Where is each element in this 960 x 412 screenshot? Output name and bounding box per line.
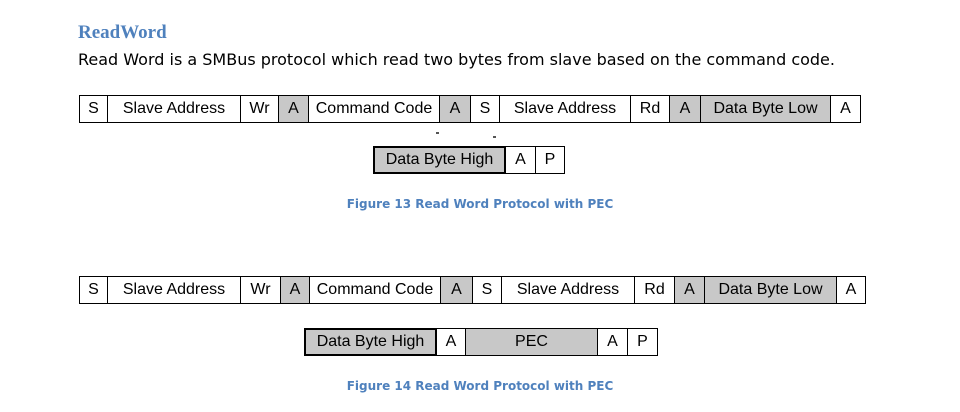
- fig13-cell-ack: A: [279, 95, 309, 123]
- figure14-row2: Data Byte High A PEC A P: [0, 328, 960, 356]
- fig13-cell-write: Wr: [241, 95, 279, 123]
- fig13-cell-start: S: [79, 95, 108, 123]
- fig14-cell-slave-address: Slave Address: [108, 276, 241, 304]
- fig14-cell-stop: P: [628, 328, 658, 356]
- fig14-cell-data-byte-high: Data Byte High: [304, 328, 437, 356]
- fig13-cell-ack: A: [506, 146, 536, 174]
- fig13-cell-read: Rd: [631, 95, 670, 123]
- fig14-cell-slave-address: Slave Address: [502, 276, 635, 304]
- fig14-cell-pec: PEC: [466, 328, 598, 356]
- figure13-row1: S Slave Address Wr A Command Code A S Sl…: [0, 95, 960, 123]
- tick-mark: [493, 136, 496, 138]
- fig13-cell-ack: A: [440, 95, 471, 123]
- fig13-cell-command-code: Command Code: [309, 95, 440, 123]
- figure13-row2: Data Byte High A P: [0, 146, 960, 174]
- fig13-cell-data-byte-low: Data Byte Low: [701, 95, 831, 123]
- fig13-cell-stop: P: [536, 146, 565, 174]
- fig13-cell-slave-address: Slave Address: [108, 95, 241, 123]
- fig13-cell-ack: A: [831, 95, 861, 123]
- fig13-cell-repeated-start: S: [471, 95, 500, 123]
- fig14-cell-ack: A: [598, 328, 628, 356]
- figure13-caption: Figure 13 Read Word Protocol with PEC: [346, 197, 614, 211]
- fig14-cell-ack: A: [437, 328, 466, 356]
- intro-paragraph: Read Word is a SMBus protocol which read…: [78, 50, 835, 69]
- fig14-cell-ack: A: [441, 276, 473, 304]
- fig13-cell-slave-address: Slave Address: [500, 95, 631, 123]
- fig14-cell-read: Rd: [635, 276, 675, 304]
- fig14-cell-ack: A: [281, 276, 310, 304]
- fig14-cell-ack: A: [675, 276, 705, 304]
- fig14-cell-start: S: [79, 276, 108, 304]
- fig13-cell-ack: A: [670, 95, 701, 123]
- figure14-caption: Figure 14 Read Word Protocol with PEC: [346, 379, 614, 393]
- section-heading: ReadWord: [78, 22, 167, 43]
- fig14-cell-repeated-start: S: [473, 276, 502, 304]
- fig14-cell-ack: A: [837, 276, 866, 304]
- fig14-cell-write: Wr: [241, 276, 281, 304]
- tick-mark: [436, 132, 439, 134]
- figure14-row1: S Slave Address Wr A Command Code A S Sl…: [0, 276, 960, 304]
- fig13-cell-data-byte-high: Data Byte High: [373, 146, 506, 174]
- fig14-cell-data-byte-low: Data Byte Low: [705, 276, 837, 304]
- fig14-cell-command-code: Command Code: [310, 276, 441, 304]
